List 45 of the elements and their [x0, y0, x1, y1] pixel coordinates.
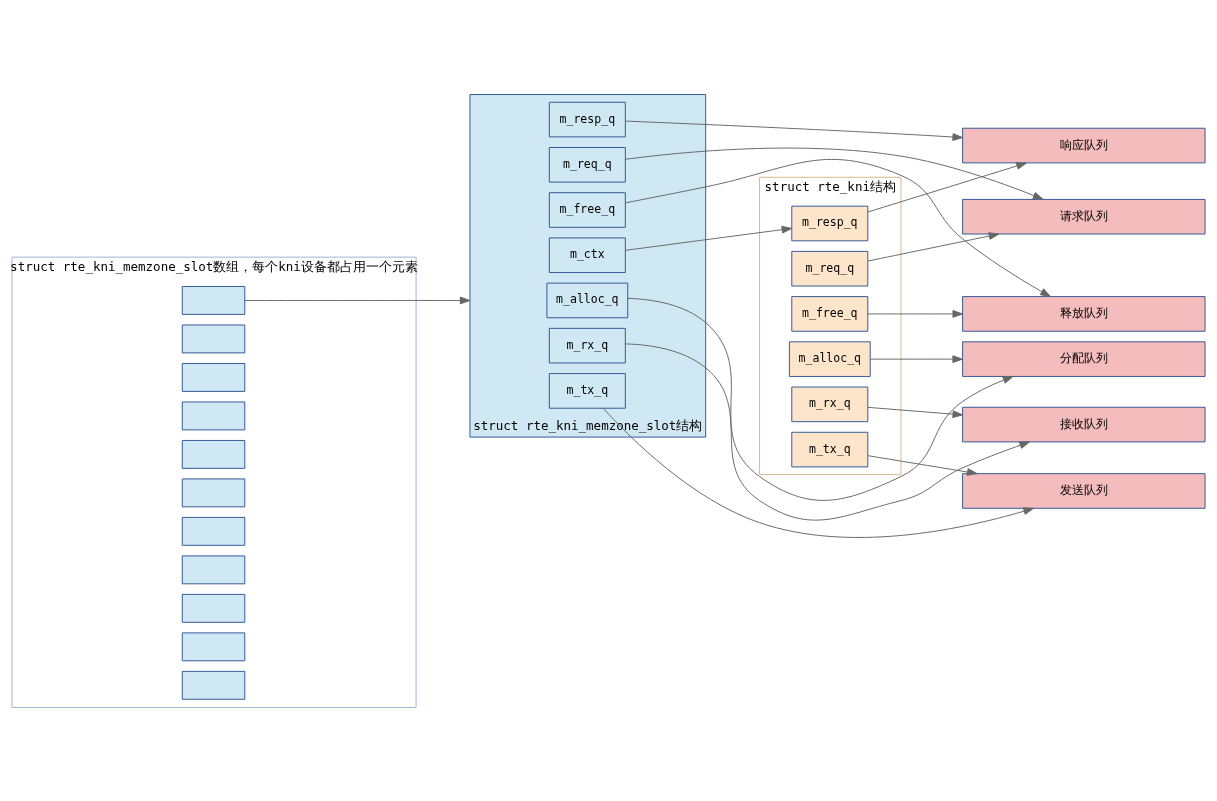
node-box	[181, 593, 246, 623]
node-box	[181, 439, 246, 469]
node-box: 释放队列	[962, 295, 1206, 332]
node-box: m_req_q	[548, 146, 626, 183]
node-box: 接收队列	[962, 406, 1206, 442]
node-box	[181, 516, 246, 546]
node-box: m_tx_q	[548, 372, 626, 409]
node-box	[181, 554, 246, 584]
node-box	[181, 670, 246, 700]
node-box: 发送队列	[962, 472, 1206, 509]
arrow	[869, 354, 963, 363]
arrow	[244, 296, 471, 304]
node-box	[181, 631, 246, 661]
arrow	[603, 407, 1034, 538]
arrow	[624, 120, 964, 141]
arrow	[867, 309, 964, 318]
arrow	[867, 406, 964, 418]
arrow	[867, 454, 978, 476]
node-box: m_resp_q	[791, 205, 869, 241]
node-box: m_tx_q	[791, 431, 869, 467]
node-box: 响应队列	[962, 127, 1206, 163]
arrow	[625, 342, 1030, 521]
node-box: m_req_q	[791, 250, 869, 286]
node-box: m_alloc_q	[546, 282, 629, 318]
arrow	[624, 225, 793, 251]
node-box	[181, 362, 246, 392]
node-box: 分配队列	[962, 340, 1206, 377]
node-box: 请求队列	[962, 198, 1206, 235]
node-box	[181, 285, 246, 315]
arrow	[624, 147, 1044, 200]
arrow	[625, 158, 1051, 297]
node-box: m_rx_q	[791, 386, 869, 422]
node-box	[181, 324, 246, 353]
node-box: m_ctx	[548, 236, 626, 273]
node-box	[181, 477, 246, 507]
arrow	[867, 231, 1000, 261]
arrow	[627, 297, 1014, 501]
arrow	[867, 161, 1027, 212]
node-box: m_rx_q	[548, 327, 626, 363]
node-box: m_free_q	[548, 191, 626, 228]
node-box: m_free_q	[791, 295, 869, 332]
cluster: struct rte_kni_memzone_slot数组，每个kni设备都占用一个元素	[11, 256, 417, 708]
node-box: m_alloc_q	[788, 340, 871, 377]
node-box: m_resp_q	[548, 101, 626, 137]
node-box	[181, 400, 246, 430]
